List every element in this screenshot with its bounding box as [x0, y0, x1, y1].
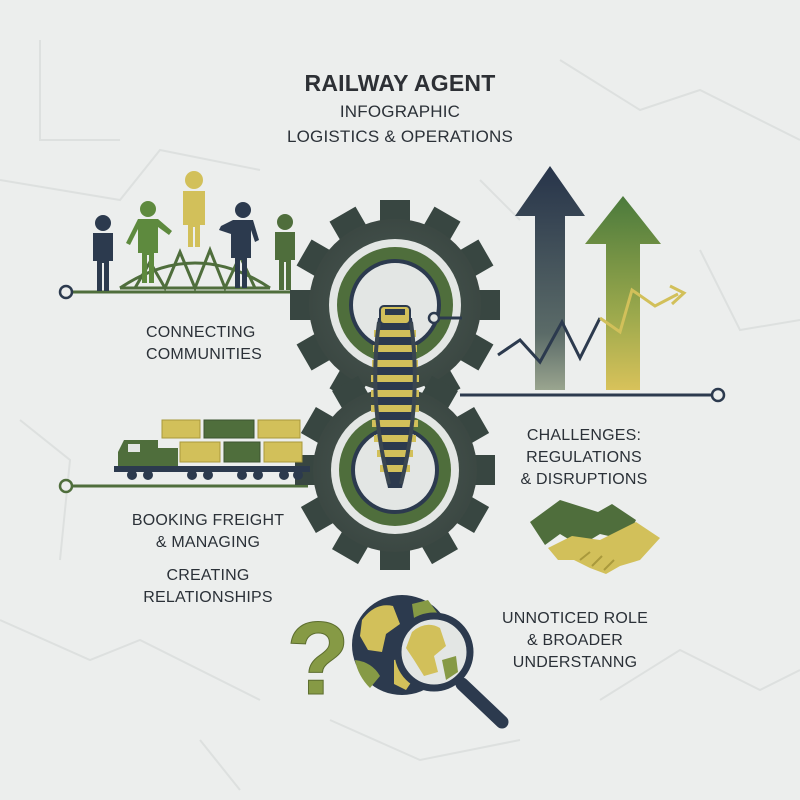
magnifying-glass-icon: [394, 612, 509, 729]
infographic-subtitle: INFOGRAPHIC: [339, 102, 461, 121]
label-line: & BROADER: [526, 632, 624, 649]
connector-lines: [58, 284, 726, 494]
person-green-left-icon: [126, 201, 172, 283]
locomotive: [118, 440, 178, 466]
connector-node-top: [58, 284, 74, 300]
question-mark-icon: ?: [286, 601, 350, 717]
freight-train-icon: [114, 419, 310, 480]
label-connecting-communities: CONNECTING COMMUNITIES: [146, 322, 262, 366]
label-line: UNNOTICED ROLE: [502, 610, 648, 627]
person-navy-right-icon: [219, 202, 259, 288]
label-creating-relationships: CREATING RELATIONSHIPS: [108, 565, 308, 609]
label-line: COMMUNITIES: [146, 346, 262, 363]
label-line: CREATING: [166, 567, 250, 584]
people-group-icon: [93, 171, 295, 291]
connector-node-middle: [710, 387, 726, 403]
label-line: RELATIONSHIPS: [143, 589, 273, 606]
railway-track-icon: [371, 305, 462, 488]
person-navy-left-icon: [93, 215, 113, 291]
label-challenges: CHALLENGES: REGULATIONS & DISRUPTIONS: [500, 425, 668, 491]
person-green-right-icon: [275, 214, 295, 290]
label-line: CONNECTING: [146, 324, 256, 341]
handshake-icon: [530, 500, 660, 574]
label-unnoticed-role: UNNOTICED ROLE & BROADER UNDERSTANNG: [490, 608, 660, 674]
arrow-up-green-icon: [585, 196, 661, 390]
label-line: UNDERSTANNG: [512, 654, 638, 671]
infographic-topic: LOGISTICS & OPERATIONS: [286, 127, 514, 146]
arrow-up-navy-icon: [515, 166, 585, 390]
label-line: CHALLENGES:: [526, 427, 642, 444]
label-line: REGULATIONS: [526, 449, 642, 466]
locomotive-front-icon: [379, 305, 411, 325]
containers: [161, 419, 303, 463]
connector-node-bottom: [58, 478, 74, 494]
label-line: & MANAGING: [155, 534, 261, 551]
infographic-title: RAILWAY AGENT: [304, 70, 496, 96]
person-gold-center-icon: [183, 171, 205, 247]
label-line: & DISRUPTIONS: [520, 471, 648, 488]
label-booking-freight: BOOKING FREIGHT & MANAGING: [108, 510, 308, 554]
growth-arrows-icon: [515, 166, 661, 390]
background-map: [0, 40, 800, 791]
label-line: BOOKING FREIGHT: [131, 512, 285, 529]
trend-line-icon: [497, 284, 687, 365]
